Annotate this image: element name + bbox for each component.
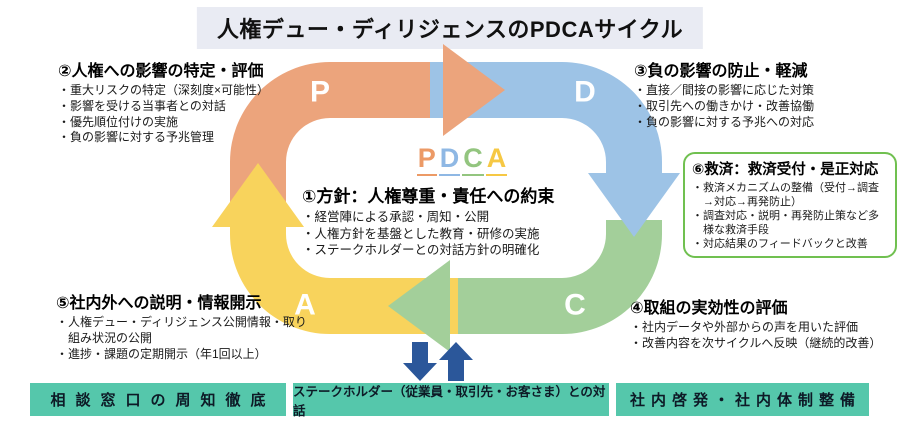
evaluation-heading: ④取組の実効性の評価 — [630, 300, 788, 317]
impact-heading: ②人権への影響の特定・評価 — [58, 63, 264, 80]
prevention-bullets: ・直接／間接の影響に応じた対策・取引先への働きかけ・改善協働・負の影響に対する予… — [634, 83, 896, 130]
check-letter: C — [564, 289, 586, 322]
disclosure-bullets: ・人権デュー・ディリジェンス公開情報・取り組み状況の公開・進捗・課題の定期開示（… — [56, 315, 314, 362]
prevention-heading: ③負の影響の防止・軽減 — [634, 63, 808, 80]
stakeholder-footer-box: ステークホルダー（従業員・取引先・お客さま）との対話 — [293, 383, 609, 418]
policy-bullets: ・経営陣による承認・周知・公開・人権方針を基盤とした教育・研修の実施・ステークホ… — [302, 209, 622, 259]
pdca-letter-c: C — [462, 145, 484, 176]
down-arrow-icon — [403, 342, 437, 381]
bullet-item: ・重大リスクの特定（深刻度×可能性） — [58, 83, 270, 97]
bullet-item: ・社内データや外部からの声を用いた評価 — [630, 320, 859, 334]
bullet-item: ・負の影響に対する予兆への対応 — [634, 114, 815, 129]
bullet-item: ・進捗・課題の定期開示（年1回以上） — [56, 346, 267, 361]
bullet-item: ・影響を受ける当事者との対話 — [58, 98, 226, 113]
impact-bullets: ・重大リスクの特定（深刻度×可能性）・影響を受ける当事者との対話・優先順位付けの… — [58, 83, 330, 146]
disclosure-heading: ⑤社内外への説明・情報開示 — [56, 295, 262, 312]
bullet-item: ・経営陣による承認・周知・公開 — [302, 210, 490, 224]
bullet-item: ・取引先への働きかけ・改善協働 — [634, 98, 815, 113]
bullet-item: ・対応結果のフィードバックと改善 — [692, 238, 868, 251]
act-letter: A — [294, 289, 316, 322]
do-letter: D — [574, 76, 596, 109]
check-arrowhead-icon — [388, 260, 450, 352]
bullet-item: ・改善内容を次サイクルへ反映（継続的改善） — [630, 335, 882, 350]
policy-heading: ①方針：人権尊重・責任への約束 — [302, 187, 555, 206]
bullet-item: ・人権デュー・ディリジェンス公開情報・取り組み状況の公開 — [56, 315, 307, 345]
check-arrow-band — [448, 220, 662, 334]
bullet-item: ・ステークホルダーとの対話方針の明確化 — [302, 243, 540, 257]
evaluation-block: ④取組の実効性の評価 ・社内データや外部からの声を用いた評価・改善内容を次サイク… — [630, 294, 898, 352]
evaluation-bullets: ・社内データや外部からの声を用いた評価・改善内容を次サイクルへ反映（継続的改善） — [630, 320, 898, 352]
bullet-item: ・直接／間接の影響に応じた対策 — [634, 83, 815, 97]
do-arrowhead-icon — [588, 173, 680, 237]
pdca-letter-d: D — [438, 145, 461, 176]
remedy-bullets: ・救済メカニズムの整備（受付→調査→対応→再発防止）・調査対応・説明・再発防止策… — [692, 181, 888, 251]
internal-footer-box: 社内啓発・社内体制整備 — [616, 383, 869, 416]
impact-assessment-block: ②人権への影響の特定・評価 ・重大リスクの特定（深刻度×可能性）・影響を受ける当… — [58, 57, 330, 146]
consultation-footer-box: 相談窓口の周知徹底 — [30, 383, 286, 416]
bullet-item: ・人権方針を基盤とした教育・研修の実施 — [302, 226, 540, 241]
prevention-block: ③負の影響の防止・軽減 ・直接／間接の影響に応じた対策・取引先への働きかけ・改善… — [634, 57, 896, 130]
pdca-letter-p: P — [416, 145, 437, 176]
pdca-letter-a: A — [485, 145, 508, 176]
disclosure-block: ⑤社内外への説明・情報開示 ・人権デュー・ディリジェンス公開情報・取り組み状況の… — [56, 289, 314, 362]
bullet-item: ・調査対応・説明・再発防止策など多様な救済手段 — [692, 210, 879, 237]
page-title: 人権デュー・ディリジェンスのPDCAサイクル — [196, 7, 704, 49]
bullet-item: ・救済メカニズムの整備（受付→調査→対応→再発防止） — [692, 182, 879, 209]
plan-arrowhead-icon — [443, 44, 505, 136]
remedy-heading: ⑥救済：救済受付・是正対応 — [692, 162, 879, 178]
remedy-box: ⑥救済：救済受付・是正対応 ・救済メカニズムの整備（受付→調査→対応→再発防止）… — [683, 152, 897, 259]
up-arrow-icon — [439, 342, 473, 381]
bullet-item: ・優先順位付けの実施 — [58, 114, 179, 129]
bullet-item: ・負の影響に対する予兆管理 — [58, 130, 215, 145]
act-arrowhead-icon — [212, 163, 304, 227]
plan-arrow-band — [230, 62, 445, 215]
plan-letter: P — [310, 76, 330, 109]
